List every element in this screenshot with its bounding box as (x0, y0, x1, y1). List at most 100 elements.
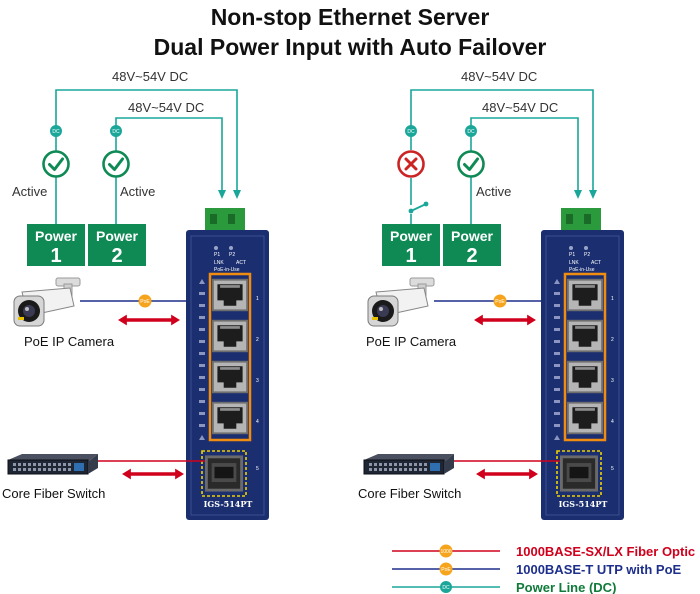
industrial-switch: P1 P2 LNK ACT PoE-in-Use 1 2 3 4 5 (541, 208, 624, 520)
left-scenario: 48V~54V DC 48V~54V DC DC DC Active Activ… (2, 69, 269, 520)
ip-camera-label: PoE IP Camera (24, 334, 115, 349)
core-switch-label: Core Fiber Switch (2, 486, 105, 501)
right-scenario: 48V~54V DC 48V~54V DC DC DC Active Power… (358, 69, 624, 520)
svg-text:ACT: ACT (236, 260, 246, 266)
svg-text:2: 2 (256, 337, 259, 343)
voltage-label: 48V~54V DC (128, 100, 204, 115)
svg-text:P1: P1 (214, 252, 220, 258)
sfp-highlight (201, 450, 247, 497)
status-active-2: Active (120, 184, 155, 199)
svg-text:2: 2 (611, 337, 614, 343)
rj45-port (212, 401, 248, 435)
svg-text:2: 2 (111, 245, 122, 267)
title-line-2: Dual Power Input with Auto Failover (153, 34, 547, 60)
svg-text:Power: Power (390, 228, 433, 244)
bidirectional-arrow-icon (118, 314, 180, 326)
industrial-switch: P1 P2 LNK ACT PoE-in-Use 1 2 3 4 5 (186, 208, 269, 520)
diagram-title: Non-stop Ethernet Server Dual Power Inpu… (0, 2, 700, 62)
core-switch-icon (7, 454, 98, 475)
rj45-port (212, 360, 248, 394)
sfp-port (205, 455, 243, 492)
core-switch-label: Core Fiber Switch (358, 486, 461, 501)
svg-text:DC: DC (407, 129, 415, 135)
svg-text:1000: 1000 (440, 549, 451, 555)
dc-badge-icon: DC (465, 125, 477, 137)
dc-badge-icon: DC (110, 125, 122, 137)
sfp-highlight (556, 450, 602, 497)
ip-camera-icon (13, 277, 81, 327)
check-icon (457, 150, 485, 178)
fail-icon (397, 150, 425, 178)
poe-badge-icon: PoE (493, 294, 507, 308)
terminal-block (205, 208, 245, 230)
voltage-label: 48V~54V DC (461, 69, 537, 84)
svg-text:4: 4 (256, 419, 259, 425)
rj45-port (567, 278, 603, 312)
title-line-1: Non-stop Ethernet Server (210, 4, 490, 30)
terminal-block (561, 208, 601, 230)
legend-item-fiber: 1000 1000BASE-SX/LX Fiber Optic (392, 544, 695, 559)
status-active-2: Active (476, 184, 511, 199)
svg-text:P2: P2 (584, 252, 590, 258)
rj45-port (212, 278, 248, 312)
voltage-label: 48V~54V DC (482, 100, 558, 115)
power-line-1 (410, 89, 594, 197)
rj45-port (212, 319, 248, 353)
svg-text:1: 1 (611, 296, 614, 302)
svg-text:Power: Power (96, 228, 139, 244)
svg-text:P2: P2 (229, 252, 235, 258)
svg-text:LNK: LNK (214, 260, 224, 266)
svg-text:P1: P1 (569, 252, 575, 258)
svg-text:Power Line (DC): Power Line (DC) (516, 580, 616, 594)
check-icon (42, 150, 70, 178)
svg-text:DC: DC (467, 129, 475, 135)
power-supply-2: Power 2 (443, 224, 501, 267)
svg-text:DC: DC (442, 585, 450, 591)
svg-text:1000BASE-SX/LX Fiber Optic: 1000BASE-SX/LX Fiber Optic (516, 544, 695, 559)
svg-text:5: 5 (256, 466, 259, 472)
switch-model: IGS-514PT (559, 499, 608, 509)
rj45-port (567, 319, 603, 353)
svg-text:1: 1 (405, 245, 416, 267)
bidirectional-arrow-icon (474, 314, 536, 326)
fiber-badge-icon (439, 544, 453, 558)
ip-camera-label: PoE IP Camera (366, 334, 457, 349)
power-supply-1: Power 1 (27, 224, 85, 267)
svg-text:DC: DC (52, 129, 60, 135)
svg-text:3: 3 (256, 378, 259, 384)
poe-badge-icon: PoE (138, 294, 152, 308)
rj45-port (567, 360, 603, 394)
arrowhead-icon (574, 190, 582, 199)
svg-text:PoE: PoE (441, 567, 451, 573)
status-active-1: Active (12, 184, 47, 199)
svg-text:1: 1 (256, 296, 259, 302)
port-highlight (208, 272, 252, 442)
legend-item-utp: PoE 1000BASE-T UTP with PoE (392, 562, 682, 577)
core-switch-icon (363, 454, 454, 475)
sfp-port (560, 455, 598, 492)
svg-text:2: 2 (466, 245, 477, 267)
svg-text:PoE-in-Use: PoE-in-Use (569, 267, 595, 273)
svg-text:PoE-in-Use: PoE-in-Use (214, 267, 240, 273)
power-supply-1: Power 1 (382, 224, 440, 267)
svg-text:5: 5 (611, 466, 614, 472)
svg-text:PoE: PoE (140, 299, 150, 305)
svg-text:ACT: ACT (591, 260, 601, 266)
legend-item-power: DC Power Line (DC) (392, 580, 616, 594)
arrowhead-icon (589, 190, 597, 199)
poe-badge-icon (439, 562, 453, 576)
bidirectional-arrow-icon (476, 468, 538, 480)
dc-badge-icon (440, 581, 452, 593)
svg-text:LNK: LNK (569, 260, 579, 266)
arrowhead-icon (218, 190, 226, 199)
svg-text:4: 4 (611, 419, 614, 425)
arrowhead-icon (233, 190, 241, 199)
svg-text:DC: DC (112, 129, 120, 135)
rj45-port (567, 401, 603, 435)
dc-badge-icon: DC (405, 125, 417, 137)
dc-badge-icon: DC (50, 125, 62, 137)
svg-text:Power: Power (451, 228, 494, 244)
svg-text:PoE: PoE (495, 299, 505, 305)
port-highlight (563, 272, 607, 442)
